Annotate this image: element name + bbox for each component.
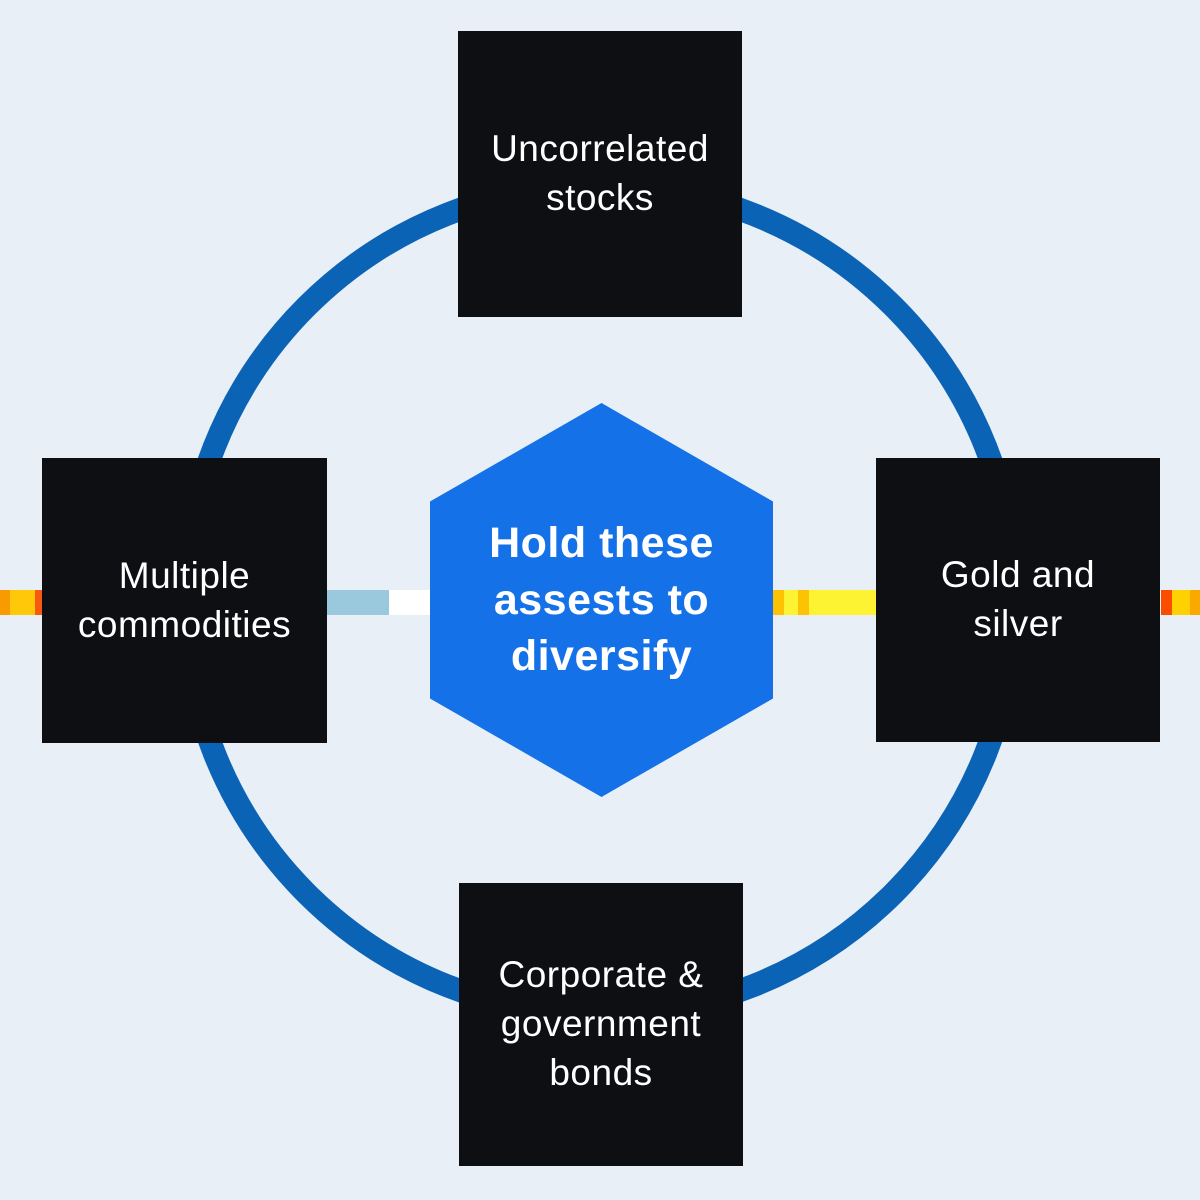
node-gold-and-silver-label: Gold and silver xyxy=(940,554,1096,644)
node-corporate-government-bonds-label: Corporate & government bonds xyxy=(498,954,704,1093)
node-corporate-government-bonds: Corporate & government bonds xyxy=(459,883,743,1166)
center-hexagon-label: Hold these assests to diversify xyxy=(489,518,714,681)
strip-segment-edge-red-orange xyxy=(1161,590,1172,615)
strip-segment-left-orange xyxy=(0,590,10,615)
node-uncorrelated-stocks-label: Uncorrelated stocks xyxy=(491,128,709,218)
strip-segment-mid-light-blue xyxy=(327,590,389,615)
node-multiple-commodities: Multiple commodities xyxy=(42,458,327,743)
node-multiple-commodities-label: Multiple commodities xyxy=(77,554,292,645)
strip-segment-right-yellow-1 xyxy=(784,590,798,615)
strip-segment-edge-amber xyxy=(1190,590,1200,615)
node-gold-and-silver: Gold and silver xyxy=(876,458,1160,742)
strip-segment-left-red-orange xyxy=(35,590,42,615)
strip-segment-left-gold xyxy=(10,590,35,615)
node-uncorrelated-stocks: Uncorrelated stocks xyxy=(458,31,742,317)
strip-segment-right-amber-2 xyxy=(798,590,809,615)
strip-segment-right-yellow-2 xyxy=(809,590,876,615)
strip-segment-edge-gold xyxy=(1172,590,1190,615)
strip-segment-right-amber-1 xyxy=(770,590,784,615)
